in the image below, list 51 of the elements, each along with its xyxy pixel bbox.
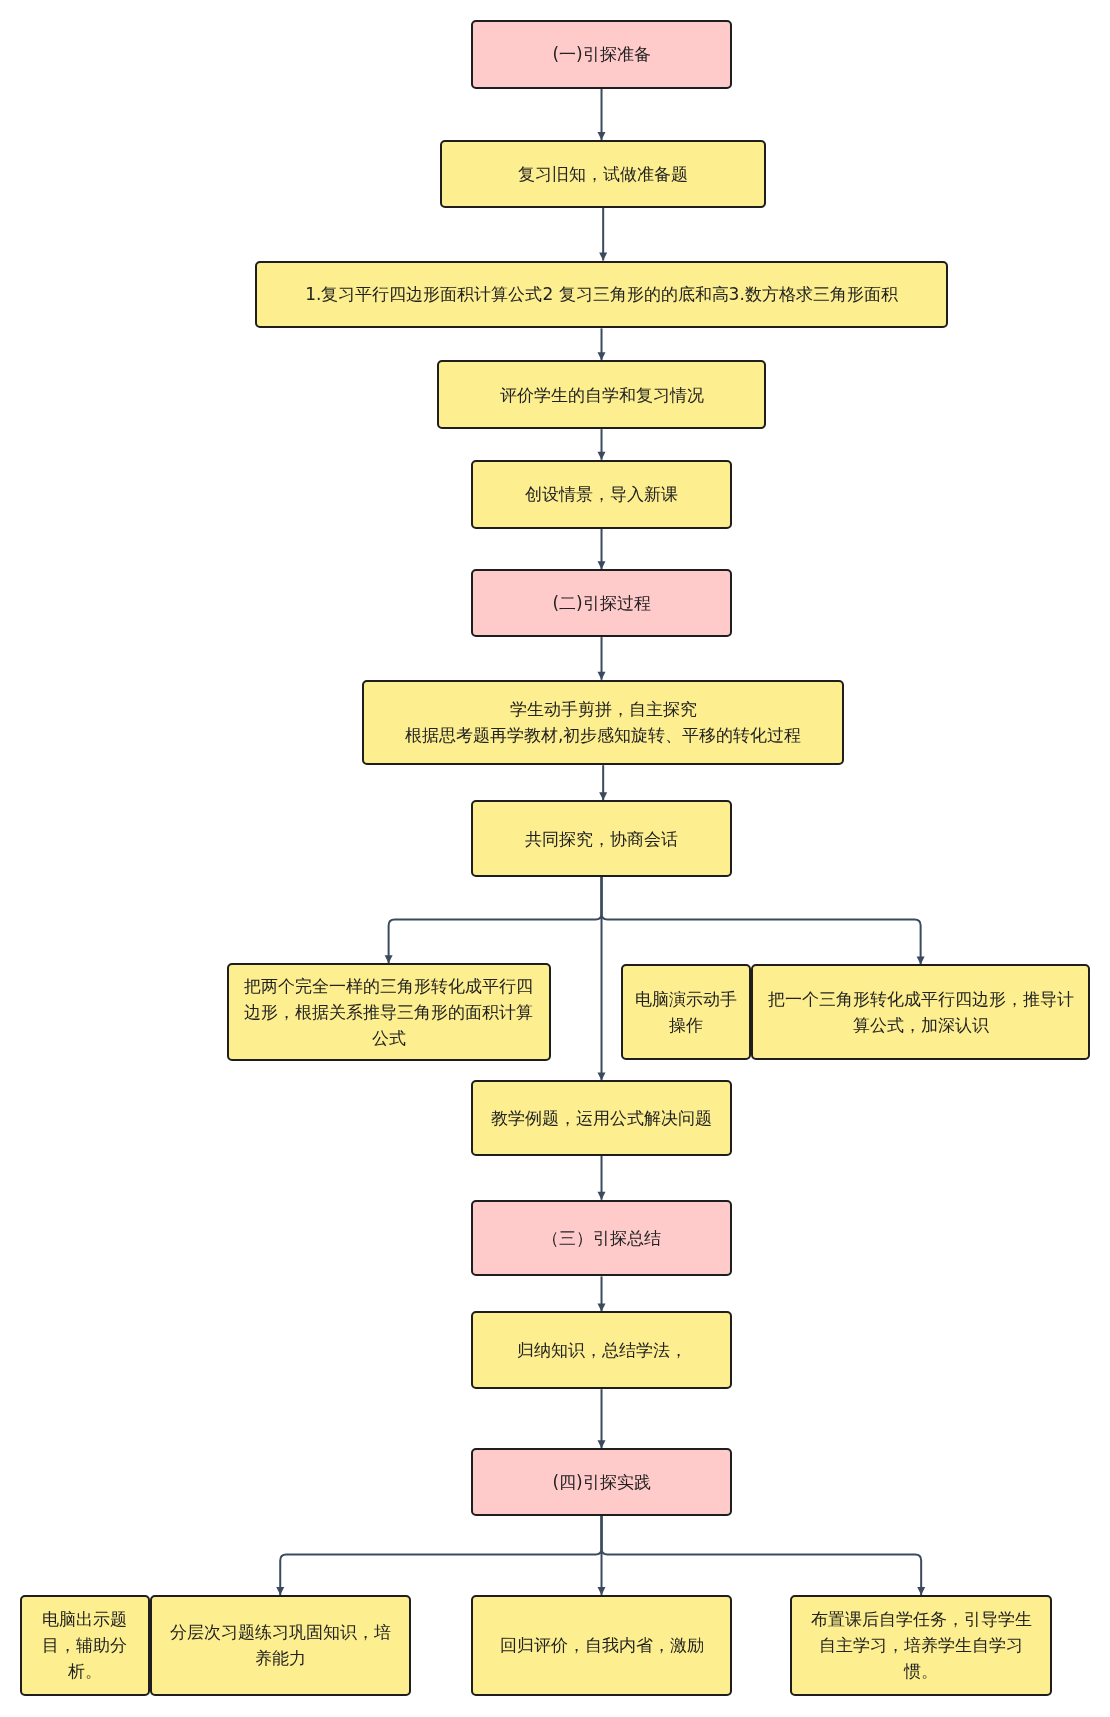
step-box (470, 459, 733, 529)
step-text: 把一个三角形转化成平行四边形，推导计算公式，加深认识 (766, 988, 1075, 1037)
stage-box (470, 1199, 733, 1277)
step-text: 创设情景，导入新课 (525, 483, 678, 507)
arrow (597, 1388, 606, 1450)
arrow (597, 428, 606, 461)
arrow (597, 636, 606, 681)
step-text: 电脑出示题目，辅助分析。 (41, 1608, 129, 1684)
step-box (255, 260, 948, 329)
step-text: 教学例题，运用公式解决问题 (491, 1107, 712, 1131)
step-text: 复习旧知，试做准备题 (518, 163, 689, 187)
step-box (226, 963, 551, 1061)
step-box (750, 964, 1091, 1060)
arrow (597, 875, 606, 1082)
step-text: 学生动手剪拼，自主探究 (509, 698, 697, 722)
step-text: (二)引探过程 (552, 592, 651, 616)
step-text: （三）引探总结 (542, 1227, 661, 1251)
step-text: 共同探究，协商会话 (525, 827, 678, 851)
step-box (790, 1594, 1052, 1696)
stage-box (470, 569, 733, 638)
step-box (362, 679, 844, 766)
step-text: 分层次习题练习巩固知识，培养能力 (168, 1621, 392, 1671)
step-text: 根据思考题再学教材,初步感知旋转、平移的转化过程 (404, 724, 802, 748)
arrow (597, 527, 606, 571)
step-box (440, 140, 767, 208)
arrow (597, 1155, 606, 1201)
arrow (600, 1515, 926, 1596)
step-text: 评价学生的自学和复习情况 (499, 383, 704, 407)
step-box (470, 1594, 733, 1696)
stage-box (470, 19, 733, 89)
step-text: 1.复习平行四边形面积计算公式2 复习三角形的的底和高3.数方格求三角形面积 (305, 283, 898, 307)
step-box (149, 1594, 411, 1696)
step-box (436, 360, 767, 430)
step-text: 布置课后自学任务，引导学生自主学习，培养学生自学习惯。 (809, 1608, 1033, 1684)
step-box (470, 1311, 733, 1390)
step-text: 归纳知识，总结学法， (516, 1339, 687, 1363)
step-text: (一)引探准备 (552, 43, 651, 67)
arrow (599, 764, 608, 802)
step-box (470, 1080, 733, 1156)
step-text: 回归评价，自我内省，激励 (499, 1634, 704, 1658)
step-box (620, 964, 751, 1060)
stage-box (470, 1448, 733, 1517)
step-text: (四)引探实践 (552, 1471, 651, 1495)
arrow (597, 87, 606, 142)
step-box (470, 800, 733, 877)
arrow (597, 1275, 606, 1313)
step-text: 电脑演示动手操作 (633, 988, 738, 1037)
step-text: 把两个完全一样的三角形转化成平行四边形，根据关系推导三角形的面积计算公式 (243, 975, 535, 1050)
arrow (599, 207, 608, 262)
arrow (597, 327, 606, 362)
step-box (19, 1594, 150, 1696)
